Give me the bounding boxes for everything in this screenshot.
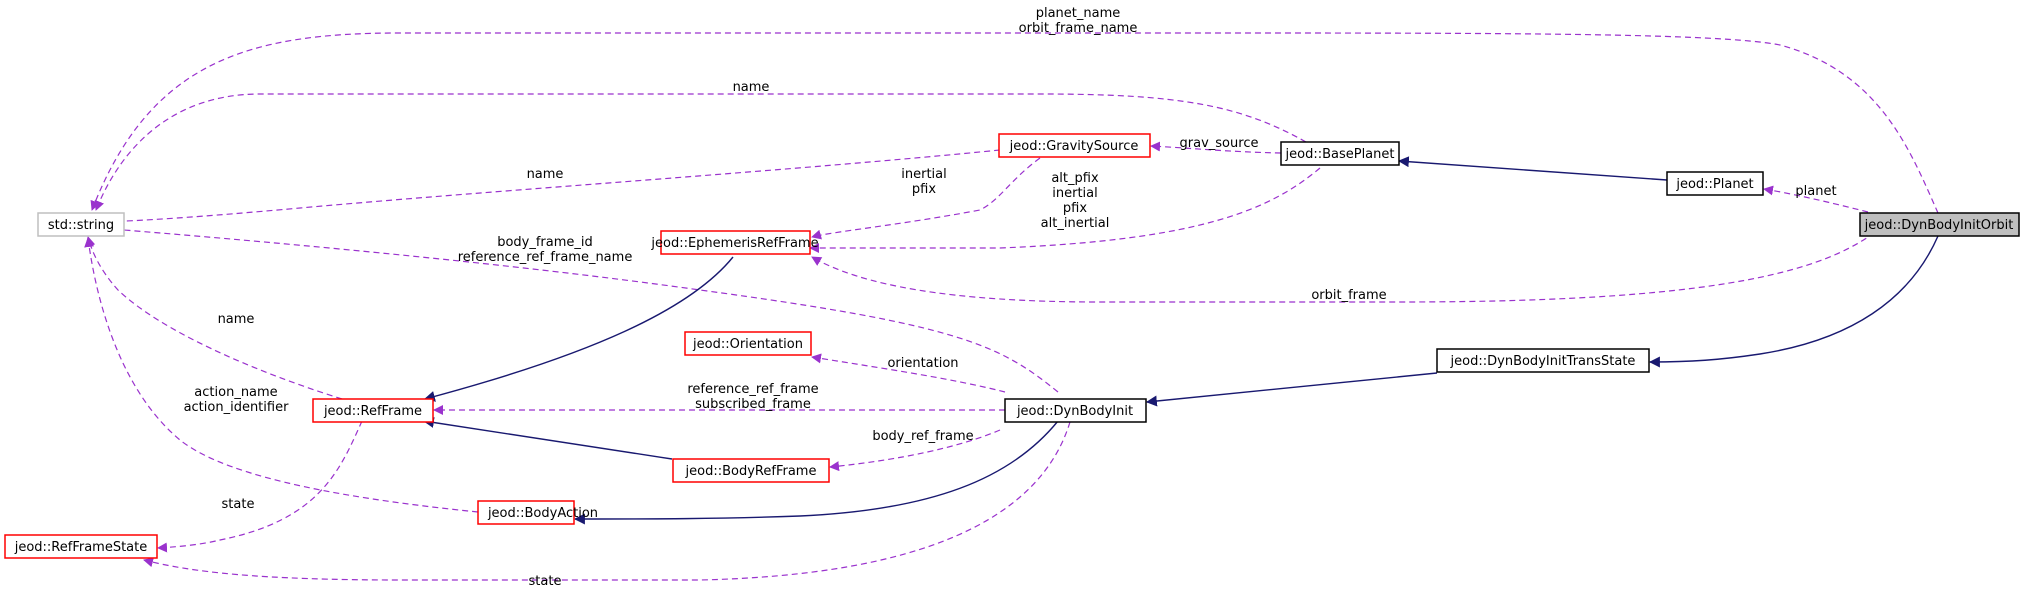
node-refframe[interactable]: jeod::RefFrame xyxy=(312,398,434,423)
label-alt-pfix: alt_pfix xyxy=(1051,171,1099,186)
edge-dynbodyinittransstate-to-dynbodyinit xyxy=(1145,372,1438,407)
label-pfix: pfix xyxy=(912,182,936,197)
node-refframestate-label: jeod::RefFrameState xyxy=(14,540,148,555)
label-bp-pfix: pfix xyxy=(1063,201,1087,216)
node-ephemerisrefframe[interactable]: jeod::EphemerisRefFrame xyxy=(650,230,819,255)
node-ephemerisrefframe-label: jeod::EphemerisRefFrame xyxy=(650,236,818,251)
node-refframestate[interactable]: jeod::RefFrameState xyxy=(4,534,158,559)
label-planet: planet xyxy=(1795,184,1836,199)
node-dynbodyinittransstate-label: jeod::DynBodyInitTransState xyxy=(1450,354,1636,369)
edge-gravitysource-to-ephemerisrefframe xyxy=(811,157,1041,240)
edge-dynbodyinitorbit-to-ephemerisrefframe xyxy=(811,219,1891,303)
label-body-frame-id: body_frame_id xyxy=(497,235,593,250)
edge-labels: planet_name orbit_frame_name name name g… xyxy=(184,6,1837,589)
label-orientation: orientation xyxy=(887,356,958,371)
edge-dynbodyinit-to-orientation xyxy=(811,353,1006,393)
label-state-refframe: state xyxy=(222,497,255,512)
label-bp-inertial: inertial xyxy=(1052,186,1097,201)
node-gravitysource-label: jeod::GravitySource xyxy=(1009,139,1139,154)
node-gravitysource[interactable]: jeod::GravitySource xyxy=(998,133,1151,158)
label-action-identifier: action_identifier xyxy=(184,400,290,415)
node-refframe-label: jeod::RefFrame xyxy=(323,404,422,419)
edge-ephemerisrefframe-to-refframe xyxy=(423,256,734,402)
node-dynbodyinit-label: jeod::DynBodyInit xyxy=(1016,404,1133,419)
node-bodyrefframe-label: jeod::BodyRefFrame xyxy=(685,464,817,479)
edge-baseplanet-to-ephemerisrefframe xyxy=(809,167,1321,253)
node-bodyrefframe[interactable]: jeod::BodyRefFrame xyxy=(672,458,830,483)
edge-dynbodyinit-to-bodyaction xyxy=(573,420,1059,525)
label-grav-source: grav_source xyxy=(1180,136,1259,151)
label-gravity-name: name xyxy=(527,167,564,182)
label-state-dynbodyinit: state xyxy=(529,574,562,589)
label-baseplanet-name: name xyxy=(733,80,770,95)
edge-dynbodyinit-to-refframestate xyxy=(143,421,1071,581)
node-bodyaction-label: jeod::BodyAction xyxy=(487,506,598,521)
edge-baseplanet-to-string xyxy=(94,93,1307,211)
label-reference-ref-frame-name: reference_ref_frame_name xyxy=(458,250,633,265)
edge-planet-to-baseplanet xyxy=(1397,156,1668,181)
label-inertial: inertial xyxy=(901,167,946,182)
node-baseplanet-label: jeod::BasePlanet xyxy=(1285,147,1395,162)
label-reference-ref-frame: reference_ref_frame xyxy=(687,382,818,397)
edges xyxy=(84,32,1939,581)
node-dynbodyinittransstate[interactable]: jeod::DynBodyInitTransState xyxy=(1436,348,1650,373)
node-std-string-label: std::string xyxy=(48,218,114,233)
label-alt-inertial: alt_inertial xyxy=(1041,216,1110,231)
edge-dynbodyinitorbit-to-string xyxy=(90,32,1939,214)
label-subscribed-frame: subscribed_frame xyxy=(695,397,811,412)
edge-dynbodyinitorbit-to-dynbodyinittransstate xyxy=(1648,235,1939,368)
node-planet[interactable]: jeod::Planet xyxy=(1666,171,1764,196)
label-planet-name: planet_name xyxy=(1036,6,1121,21)
node-orientation-label: jeod::Orientation xyxy=(692,337,803,352)
label-orbit-frame-name: orbit_frame_name xyxy=(1019,21,1138,36)
edge-dynbodyinit-to-string xyxy=(98,223,1059,393)
edge-bodyrefframe-to-refframe xyxy=(422,417,673,460)
label-body-ref-frame: body_ref_frame xyxy=(872,429,973,444)
node-bodyaction[interactable]: jeod::BodyAction xyxy=(477,500,598,525)
edge-gravitysource-to-string xyxy=(97,149,1001,227)
edge-refframe-to-refframestate xyxy=(157,420,363,553)
edge-dynbodyinitorbit-to-planet xyxy=(1763,185,1869,213)
node-std-string[interactable]: std::string xyxy=(37,212,125,237)
edge-bodyaction-to-string xyxy=(84,237,479,513)
node-dynbodyinit[interactable]: jeod::DynBodyInit xyxy=(1004,398,1147,423)
nodes: std::string jeod::DynBodyInitOrbit jeod:… xyxy=(4,133,2020,559)
node-planet-label: jeod::Planet xyxy=(1675,177,1753,192)
edge-refframe-to-string xyxy=(85,236,343,400)
label-orbit-frame: orbit_frame xyxy=(1311,288,1386,303)
label-action-name: action_name xyxy=(194,385,277,400)
node-dynbodyinitorbit[interactable]: jeod::DynBodyInitOrbit xyxy=(1859,212,2020,237)
node-orientation[interactable]: jeod::Orientation xyxy=(684,331,812,356)
label-refframe-name: name xyxy=(218,312,255,327)
node-baseplanet[interactable]: jeod::BasePlanet xyxy=(1280,141,1400,166)
node-dynbodyinitorbit-label: jeod::DynBodyInitOrbit xyxy=(1864,218,2014,233)
